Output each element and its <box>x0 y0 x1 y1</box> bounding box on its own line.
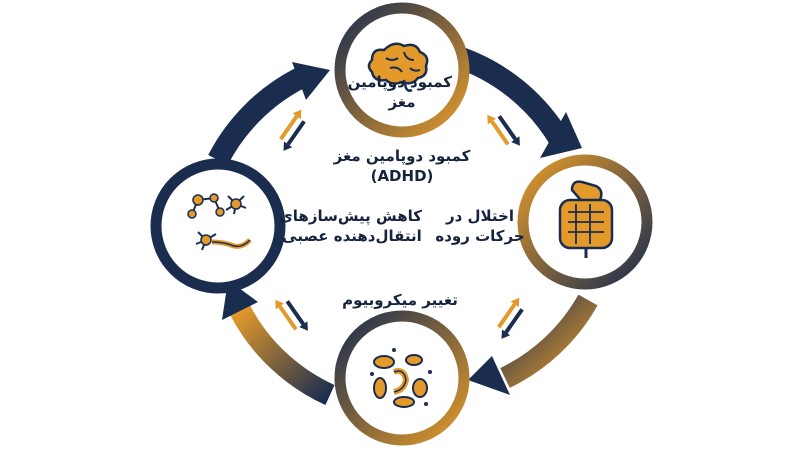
node-top-label: کمبود دوپامین مغز <box>347 72 452 112</box>
center-top-label-line2: (ADHD) <box>370 167 434 185</box>
node-bottom <box>334 310 470 446</box>
node-top-label-line2: مغز <box>388 93 416 111</box>
left-label-line1: کاهش پیش‌سازهای <box>279 207 422 225</box>
right-label-line2: حرکات روده <box>435 227 525 245</box>
node-top <box>334 2 470 138</box>
neurons-icon <box>187 193 252 251</box>
left-label-line2: انتقال‌دهنده عصبی <box>282 227 422 245</box>
cycle-arc-top-right <box>451 45 582 158</box>
double-arrow-bottom-left <box>275 299 308 331</box>
brain-icon <box>367 42 429 92</box>
double-arrow-top-right <box>487 114 520 146</box>
double-arrow-bottom-right <box>497 297 524 339</box>
double-arrow-top-left <box>279 109 306 151</box>
node-right <box>517 154 653 290</box>
cycle-arc-bottom-left <box>222 280 335 406</box>
center-top-label: کمبود دوپامین مغز (ADHD) <box>320 146 484 186</box>
bacteria-icon <box>370 348 432 408</box>
node-top-label-line1: کمبود دوپامین <box>347 73 452 91</box>
cycle-arc-left-top <box>208 62 330 166</box>
left-label: کاهش پیش‌سازهای انتقال‌دهنده عصبی <box>279 206 422 246</box>
bottom-label: تغییر میکروبیوم <box>330 290 470 310</box>
right-label-line1: اختلال در <box>445 207 515 225</box>
node-left <box>150 158 286 294</box>
right-label: اختلال در حرکات روده <box>432 206 528 246</box>
cycle-arc-right-bottom <box>468 294 598 395</box>
intestine-icon <box>558 180 614 258</box>
bottom-label-text: تغییر میکروبیوم <box>342 291 458 309</box>
center-top-label-line1: کمبود دوپامین مغز <box>333 147 471 165</box>
